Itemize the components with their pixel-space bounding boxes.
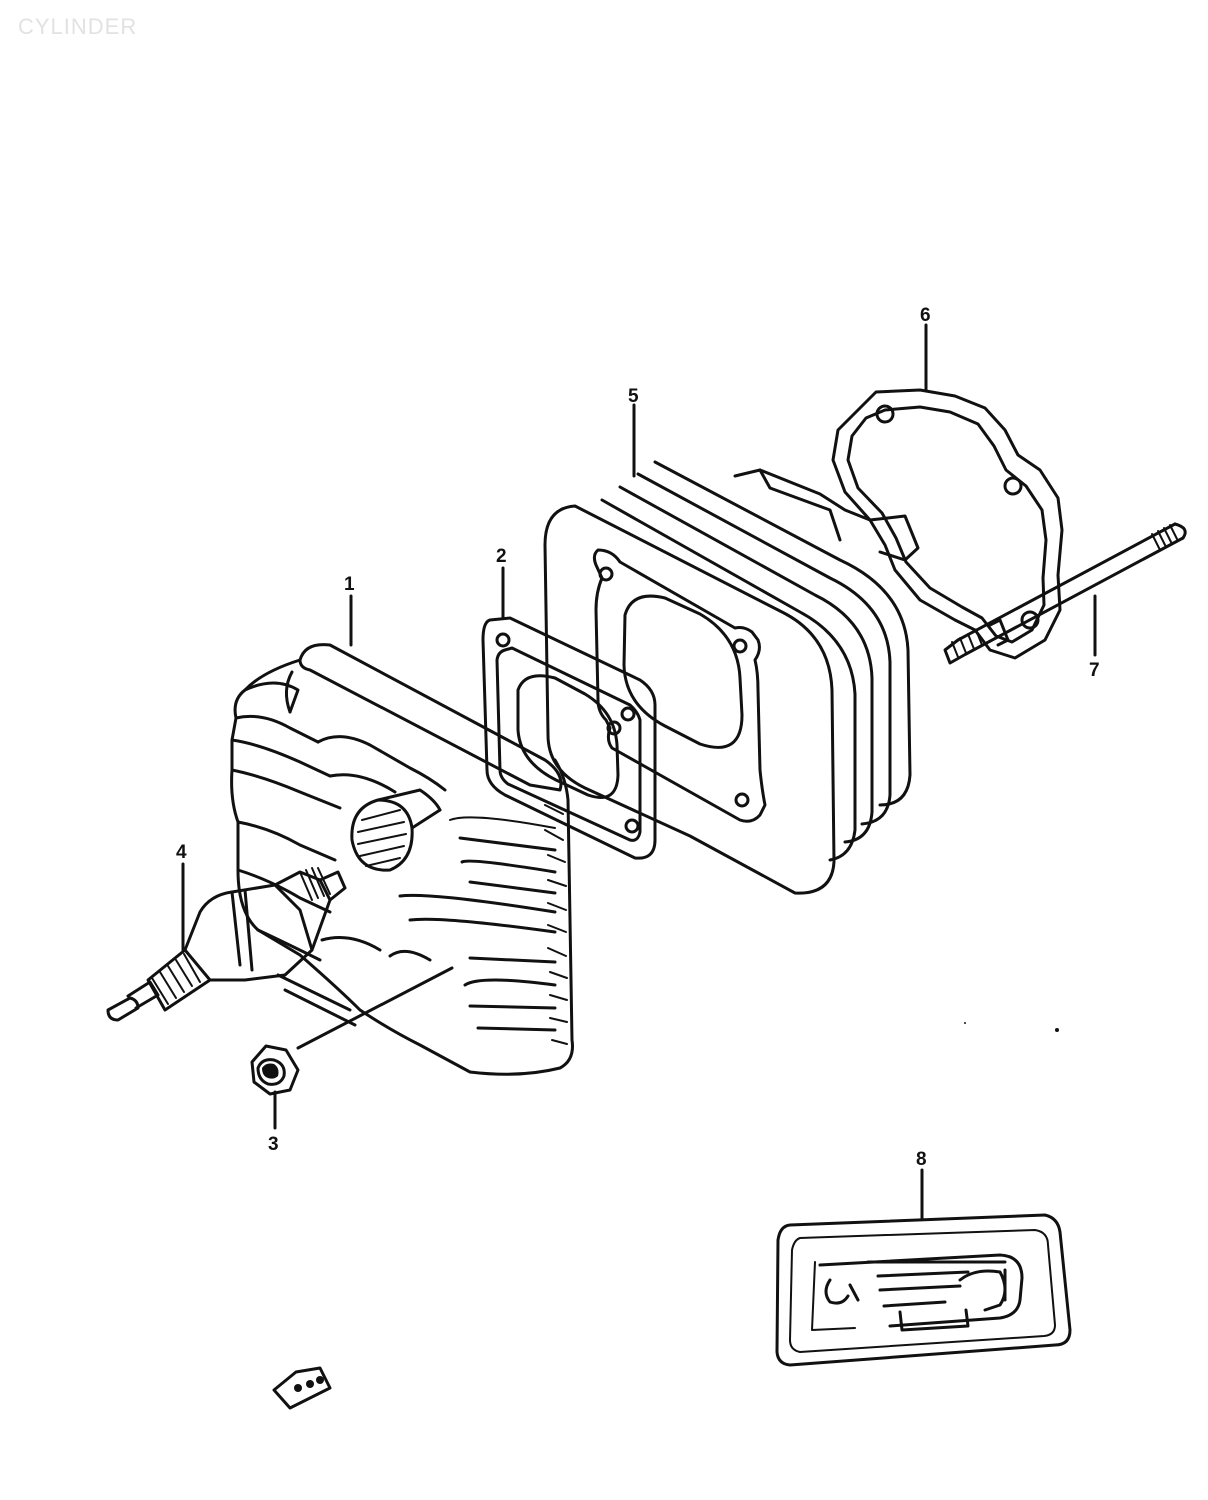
part-2-head-gasket <box>481 616 657 860</box>
callout-8: 8 <box>916 1149 927 1170</box>
callout-4: 4 <box>176 842 187 863</box>
front-direction-arrow-icon <box>272 1366 332 1410</box>
callout-1: 1 <box>344 574 355 595</box>
part-6-base-gasket <box>831 388 1064 660</box>
callout-6: 6 <box>920 305 931 326</box>
part-4-spark-plug <box>106 867 347 1022</box>
diagram-title: CYLINDER <box>18 14 138 39</box>
scan-specks <box>964 1022 1059 1032</box>
part-8-gasket-set <box>775 1213 1072 1367</box>
part-3-nut <box>250 1044 300 1096</box>
part-7-stud-bolt <box>943 522 1187 665</box>
leader-lines <box>181 323 1097 1220</box>
part-1-cylinder-head <box>230 643 574 1076</box>
callout-2: 2 <box>496 546 507 567</box>
callout-5: 5 <box>628 386 639 407</box>
part-5-cylinder <box>543 460 920 895</box>
callout-7: 7 <box>1089 660 1100 681</box>
callout-3: 3 <box>268 1134 279 1155</box>
